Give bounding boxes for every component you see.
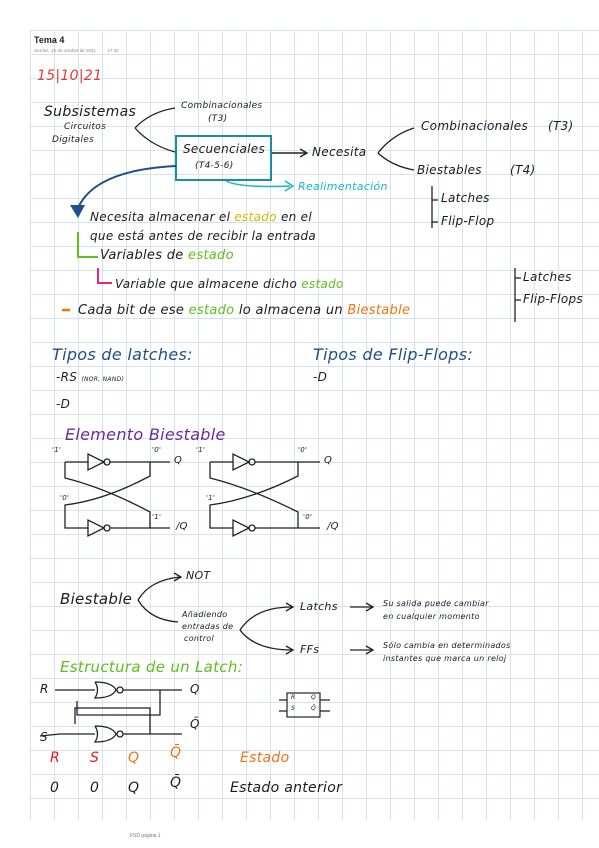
variables-de: Variables de xyxy=(100,248,184,263)
tipos-latches: Tipos de latches: xyxy=(52,345,193,364)
tipos-ff: Tipos de Flip-Flops: xyxy=(313,345,474,364)
lo-almacena: lo almacena un xyxy=(238,303,343,318)
variable-que: Variable que almacene dicho xyxy=(115,277,298,291)
notes-date: 15|10|21 xyxy=(37,68,103,84)
estado-header: Estado xyxy=(240,750,290,766)
anadiendo: Añadiendo xyxy=(182,610,228,619)
rs-type: -RS (NOR, NAND) xyxy=(56,370,124,384)
estado-word-3: estado xyxy=(301,277,344,291)
estructura-latch: Estructura de un Latch: xyxy=(60,658,244,676)
realimentacion: Realimentación xyxy=(298,180,388,193)
necesita-line-b: en el xyxy=(280,210,312,224)
d-latch: -D xyxy=(56,397,71,411)
que-esta: que está antes de recibir la entrada xyxy=(90,229,317,243)
latches-2: Latches xyxy=(523,270,572,284)
latch-s-in: S xyxy=(40,730,48,744)
not-branch: NOT xyxy=(186,569,211,582)
ffs: FFs xyxy=(300,643,320,656)
biestable-root: Biestable xyxy=(60,590,133,608)
necesita-line: Necesita almacenar el estado en el xyxy=(90,210,312,224)
instantes: instantes que marca un reloj xyxy=(383,654,507,663)
entradas-de: entradas de xyxy=(182,622,234,631)
col-s: S xyxy=(90,750,100,766)
control: control xyxy=(184,634,215,643)
page-title: Tema 4 xyxy=(34,35,65,45)
box-nq: Q̄ xyxy=(311,705,317,712)
c1-out-top: '0' xyxy=(152,446,162,454)
biestables: Biestables xyxy=(417,163,482,177)
page-footer: FSD página 1 xyxy=(130,833,161,839)
digitales: Digitales xyxy=(52,135,95,145)
elemento-biestable: Elemento Biestable xyxy=(65,425,226,444)
estado-word-1: estado xyxy=(234,210,277,224)
page-date: viernes, 15 de octubre de 2021 xyxy=(34,48,97,53)
row1-nq: Q̄ xyxy=(170,775,182,791)
estado-word-2: estado xyxy=(188,248,234,263)
estado-anterior: Estado anterior xyxy=(230,780,343,796)
page-time: 17:33 xyxy=(107,48,119,53)
c1-out-bottom: '1' xyxy=(152,513,162,521)
nor-nand: (NOR, NAND) xyxy=(81,376,125,383)
latch-q-out: Q xyxy=(190,682,200,696)
c2-q: Q xyxy=(324,455,333,466)
c1-nq: /Q xyxy=(176,521,188,532)
comb-small: Combinacionales xyxy=(181,101,263,111)
cada-bit: Cada bit de ese xyxy=(78,303,185,318)
col-nq: Q̄ xyxy=(170,745,182,761)
c2-in-top: '1' xyxy=(196,446,206,454)
d-ff: -D xyxy=(313,370,328,384)
variables-line: Variables de estado xyxy=(100,248,234,263)
subsistemas: Subsistemas xyxy=(44,104,137,120)
necesita: Necesita xyxy=(312,145,367,159)
necesita-line-a: Necesita almacenar el xyxy=(90,210,231,224)
latch-r-in: R xyxy=(40,682,49,696)
latches: Latches xyxy=(441,191,490,205)
c2-out-bottom: '0' xyxy=(303,513,313,521)
row1-q: Q xyxy=(128,780,140,796)
secuenciales: Secuenciales xyxy=(183,142,266,156)
biestable-word: Biestable xyxy=(347,303,411,318)
variable-line: Variable que almacene dicho estado xyxy=(115,277,344,291)
c1-in-bottom: '0' xyxy=(60,494,70,502)
circuitos: Circuitos xyxy=(64,122,107,132)
cada-bit-line: Cada bit de ese estado lo almacena un Bi… xyxy=(78,303,410,318)
box-s: S xyxy=(291,705,296,712)
combinacionales: Combinacionales xyxy=(421,119,529,133)
col-q: Q xyxy=(128,750,140,766)
t3-small: (T3) xyxy=(208,114,228,124)
su-salida: Su salida puede cambiar xyxy=(383,599,489,608)
page-meta: viernes, 15 de octubre de 2021 17:33 xyxy=(34,48,129,53)
c2-out-top: '0' xyxy=(298,446,308,454)
box-r: R xyxy=(291,694,296,701)
row1-s: 0 xyxy=(90,780,100,796)
c1-q: Q xyxy=(174,455,183,466)
col-r: R xyxy=(50,750,61,766)
flipflop: Flip-Flop xyxy=(441,214,495,228)
latch-nq-out: Q̄ xyxy=(190,717,200,731)
row1-r: 0 xyxy=(50,780,60,796)
t456: (T4-5-6) xyxy=(195,161,234,171)
solo-cambia: Sólo cambia en determinados xyxy=(383,641,511,650)
estado-word-4: estado xyxy=(188,303,235,318)
c1-in-top: '1' xyxy=(52,446,62,454)
notebook-page xyxy=(30,30,599,820)
t4-label: (T4) xyxy=(510,163,536,177)
flipflops-2: Flip-Flops xyxy=(523,292,583,306)
c2-nq: /Q xyxy=(327,521,339,532)
t3-label: (T3) xyxy=(548,119,574,133)
c2-in-bottom: '1' xyxy=(206,494,216,502)
rs: -RS xyxy=(56,370,78,384)
en-cualquier: en cualquier momento xyxy=(383,612,480,621)
latchs: Latchs xyxy=(300,600,338,613)
box-q: Q xyxy=(311,694,317,701)
